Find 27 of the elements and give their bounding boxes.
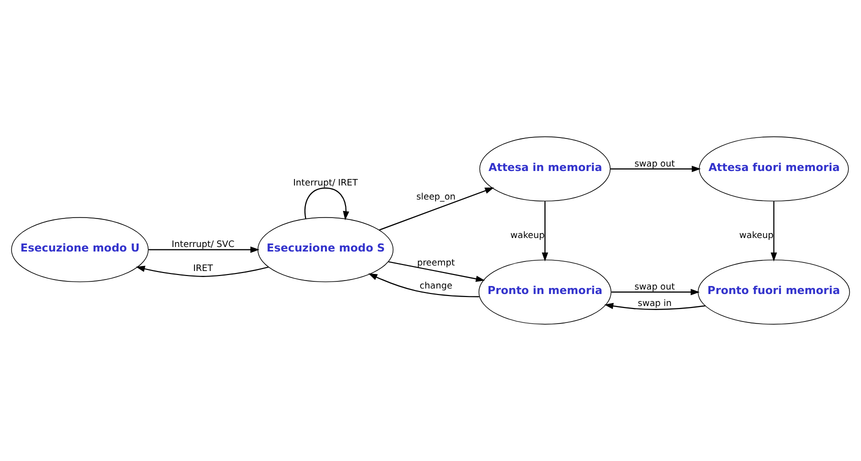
edge-label: wakeup bbox=[510, 230, 545, 241]
edge-label: IRET bbox=[193, 264, 213, 274]
edge-label: sleep_on bbox=[416, 192, 456, 202]
edge-label: Interrupt/ IRET bbox=[293, 178, 358, 189]
node-ellipse: Pronto in memoria bbox=[478, 260, 612, 325]
arrow bbox=[304, 188, 350, 220]
edge-label: preempt bbox=[417, 258, 455, 269]
node-ellipse: Esecuzione modo U bbox=[11, 217, 149, 282]
edge-label: Interrupt/ SVC bbox=[172, 240, 234, 250]
arrow bbox=[136, 266, 269, 277]
arrow bbox=[388, 261, 485, 282]
node-ellipse: Attesa fuori memoria bbox=[698, 136, 849, 202]
edge-label: swap in bbox=[638, 299, 672, 310]
arrow bbox=[610, 166, 701, 172]
edge-label: wakeup bbox=[739, 230, 774, 241]
node-ellipse: Pronto fuori memoria bbox=[698, 260, 850, 325]
edge-label: swap out bbox=[634, 282, 675, 293]
arrow bbox=[542, 201, 548, 262]
edge-label: change bbox=[420, 281, 452, 292]
arrow bbox=[611, 288, 700, 296]
arrow bbox=[148, 246, 260, 253]
arrow bbox=[379, 188, 494, 231]
arrow bbox=[604, 302, 706, 310]
edge-label: swap out bbox=[634, 159, 675, 170]
arrow bbox=[770, 201, 777, 262]
arrow bbox=[368, 273, 480, 298]
node-ellipse: Attesa in memoria bbox=[479, 136, 611, 202]
